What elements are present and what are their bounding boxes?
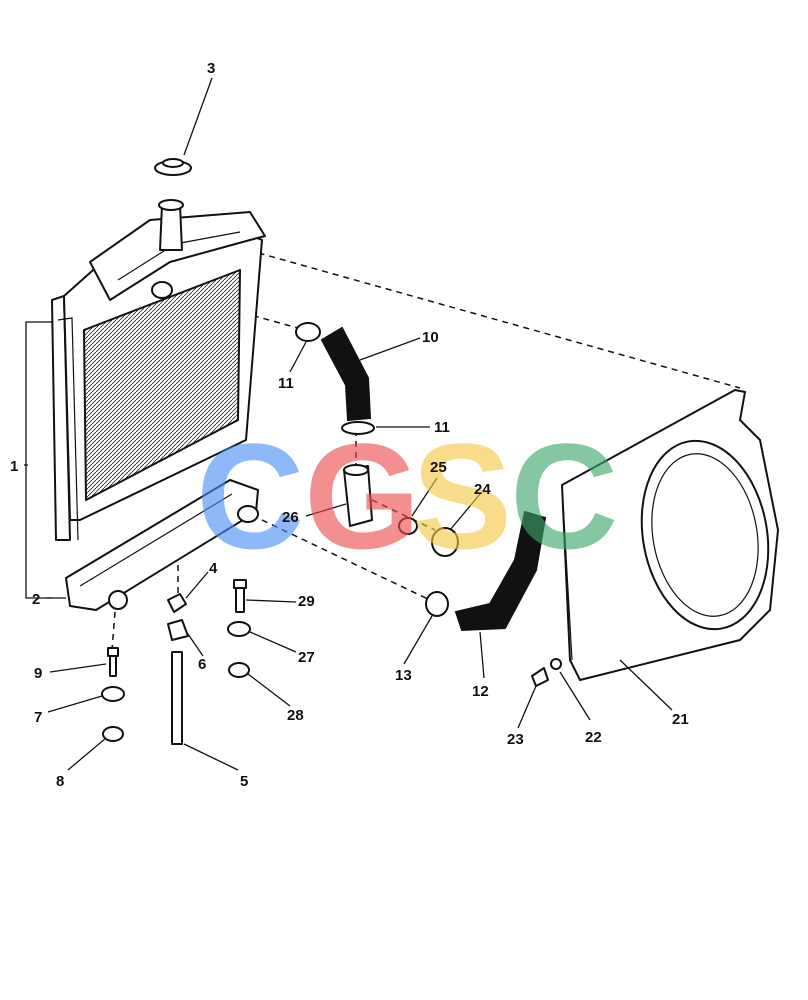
- nut-right: [228, 662, 250, 678]
- elbow-fitting: [167, 619, 189, 641]
- gasket: [431, 527, 459, 557]
- leader-lines: [24, 77, 673, 771]
- drain-tube: [171, 651, 183, 745]
- callout-2: 2: [32, 591, 40, 608]
- callout-10: 10: [422, 329, 439, 346]
- hose-clamp-lower: [425, 591, 449, 617]
- callout-23: 23: [507, 731, 524, 748]
- bottom-tank: [65, 479, 259, 611]
- callout-11b: 11: [434, 419, 450, 436]
- plug: [398, 517, 418, 535]
- callout-12: 12: [472, 683, 489, 700]
- callout-24: 24: [474, 481, 491, 498]
- callout-4: 4: [209, 560, 218, 577]
- fan-shroud: [561, 389, 779, 681]
- callout-25: 25: [430, 459, 447, 476]
- shroud-bolt: [531, 667, 549, 687]
- callout-9: 9: [34, 665, 42, 682]
- callout-27: 27: [298, 649, 315, 666]
- water-outlet-elbow: [343, 464, 373, 527]
- watermark-letter-4: C: [510, 412, 618, 580]
- radiator-assembly: [51, 199, 266, 541]
- callout-8: 8: [56, 773, 64, 790]
- callout-11a: 11: [278, 375, 294, 392]
- callout-28: 28: [287, 707, 304, 724]
- watermark: C G S C: [196, 412, 618, 580]
- callout-5: 5: [240, 773, 248, 790]
- bolt-right: [233, 579, 247, 613]
- callout-29: 29: [298, 593, 315, 610]
- lower-hose: [454, 510, 547, 632]
- watermark-letter-2: G: [304, 412, 421, 580]
- callout-22: 22: [585, 729, 602, 746]
- nut-left: [102, 726, 124, 742]
- callout-6: 6: [198, 656, 206, 673]
- upper-hose: [320, 326, 372, 422]
- bolt-left: [107, 647, 119, 677]
- callout-1: 1: [10, 458, 18, 475]
- radiator-cap: [154, 158, 192, 176]
- callout-3: 3: [207, 60, 215, 77]
- watermark-letter-3: S: [412, 412, 512, 580]
- callout-13: 13: [395, 667, 412, 684]
- washer-right: [227, 621, 251, 637]
- callout-labels: 1 2 3 4 5 6 7 8 9 10 11 11 12 13 21 22 2…: [10, 60, 689, 790]
- callout-26: 26: [282, 509, 299, 526]
- callout-7: 7: [34, 709, 42, 726]
- watermark-letter-1: C: [196, 412, 304, 580]
- drain-cock: [167, 593, 187, 613]
- washer-left: [101, 686, 125, 702]
- callout-21: 21: [672, 711, 689, 728]
- hose-clamp-upper-b: [341, 421, 375, 435]
- hose-clamp-upper-a: [295, 322, 321, 342]
- shroud-washer: [550, 658, 562, 670]
